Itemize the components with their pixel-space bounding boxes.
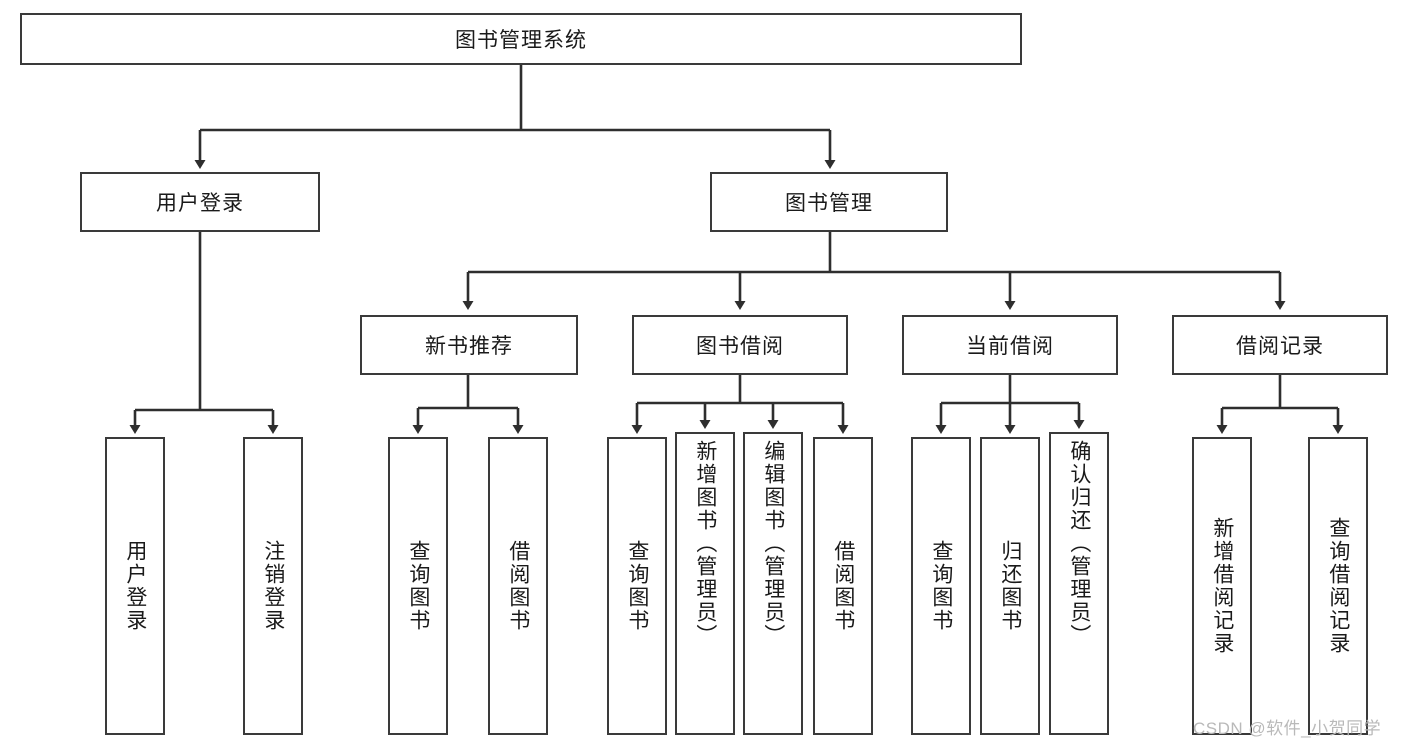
leaf-record-query-record[interactable]: 查询借阅记录 (1308, 437, 1368, 735)
leaf-recommend-borrow-book[interactable]: 借阅图书 (488, 437, 548, 735)
node-new-book-recommend[interactable]: 新书推荐 (360, 315, 578, 375)
leaf-current-query-book[interactable]: 查询图书 (911, 437, 971, 735)
leaf-record-add-record[interactable]: 新增借阅记录 (1192, 437, 1252, 735)
node-label: 新增借阅记录 (1210, 517, 1234, 655)
node-label: 查询借阅记录 (1326, 517, 1350, 655)
node-label: 查询图书 (625, 540, 649, 632)
node-book-borrow[interactable]: 图书借阅 (632, 315, 848, 375)
node-book-management[interactable]: 图书管理 (710, 172, 948, 232)
node-label: 借阅图书 (831, 540, 855, 632)
node-label: 查询图书 (929, 540, 953, 632)
leaf-user-login-signin[interactable]: 用户登录 (105, 437, 165, 735)
node-label: 用户登录 (156, 192, 244, 215)
node-label: 当前借阅 (966, 335, 1054, 358)
node-label: 图书借阅 (696, 335, 784, 358)
leaf-borrow-edit-book-admin[interactable]: 编辑图书（管理员） (743, 432, 803, 735)
node-label: 借阅图书 (506, 540, 530, 632)
node-label: 编辑图书（管理员） (761, 440, 785, 647)
node-label: 图书管理 (785, 192, 873, 215)
csdn-watermark: CSDN @软件_小贺同学 (1193, 719, 1382, 738)
leaf-borrow-borrow-book[interactable]: 借阅图书 (813, 437, 873, 735)
leaf-user-login-signout[interactable]: 注销登录 (243, 437, 303, 735)
node-label: 确认归还（管理员） (1067, 440, 1091, 647)
node-label: 注销登录 (261, 540, 285, 632)
node-label: 新增图书（管理员） (693, 440, 717, 647)
node-label: 查询图书 (406, 540, 430, 632)
leaf-borrow-query-book[interactable]: 查询图书 (607, 437, 667, 735)
leaf-recommend-query-book[interactable]: 查询图书 (388, 437, 448, 735)
node-label: 图书管理系统 (455, 29, 587, 52)
node-borrow-record[interactable]: 借阅记录 (1172, 315, 1388, 375)
node-current-borrow[interactable]: 当前借阅 (902, 315, 1118, 375)
node-label: 新书推荐 (425, 335, 513, 358)
node-label: 用户登录 (123, 540, 147, 632)
leaf-borrow-add-book-admin[interactable]: 新增图书（管理员） (675, 432, 735, 735)
node-root-system[interactable]: 图书管理系统 (20, 13, 1022, 65)
node-label: 归还图书 (998, 540, 1022, 632)
node-user-login[interactable]: 用户登录 (80, 172, 320, 232)
leaf-current-return-book[interactable]: 归还图书 (980, 437, 1040, 735)
node-label: 借阅记录 (1236, 335, 1324, 358)
leaf-current-confirm-return-admin[interactable]: 确认归还（管理员） (1049, 432, 1109, 735)
